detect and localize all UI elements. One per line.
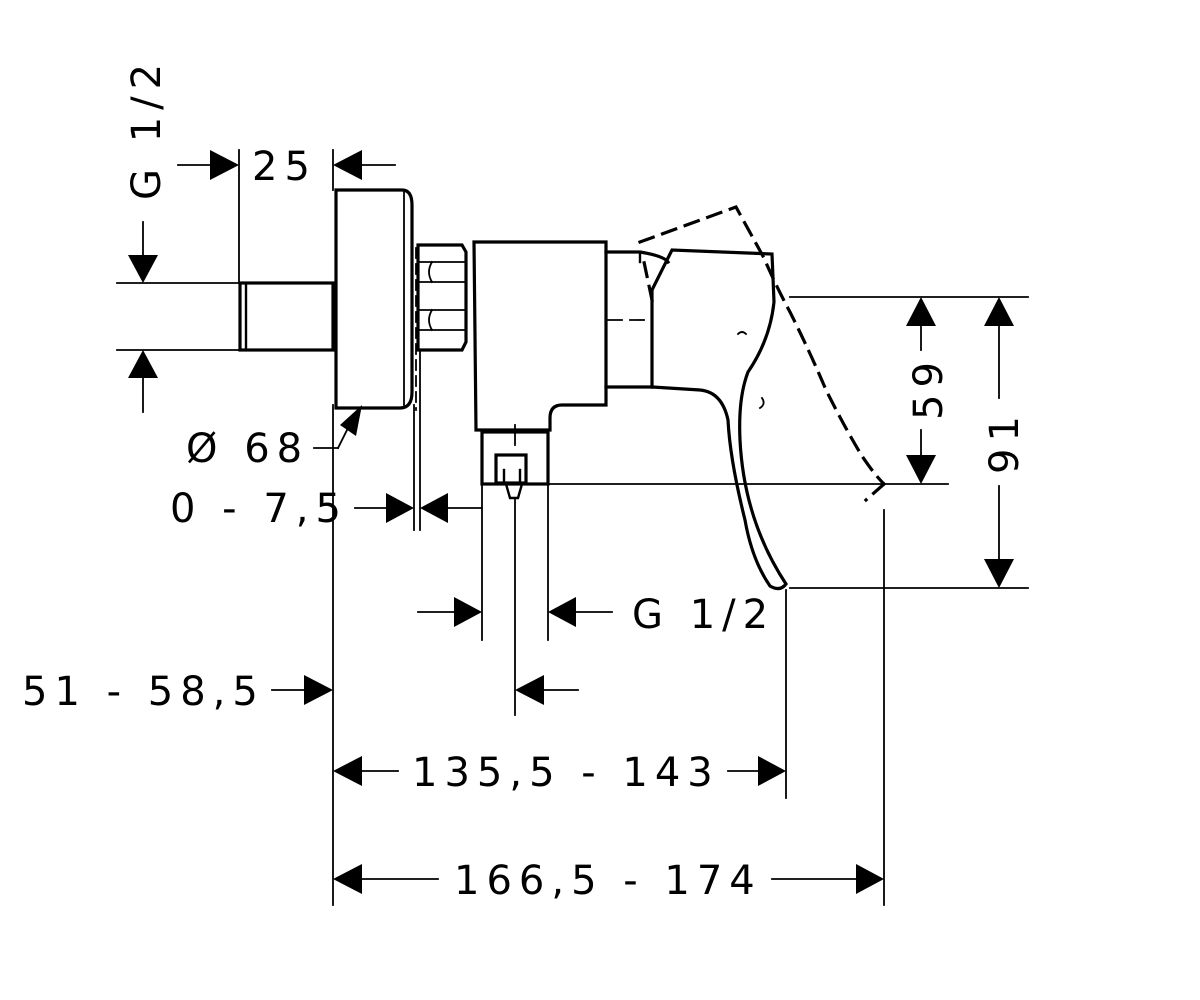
label-height-59: 59 (906, 355, 952, 420)
arrow-right-icon (454, 597, 482, 627)
arrow-left-icon (333, 150, 362, 180)
label-rosette-diameter: Ø 68 (186, 426, 309, 472)
label-outlet-thread: G 1/2 (632, 592, 775, 638)
union-nut (416, 243, 468, 352)
arrow-right-icon (210, 150, 239, 180)
mixer-handle (649, 248, 788, 591)
arrow-down-icon (128, 255, 158, 283)
label-pipe-thread-top: G 1/2 (124, 57, 170, 200)
arrow-left-icon (333, 864, 362, 894)
label-wall-offset: 51 - 58,5 (22, 669, 265, 715)
arrow-left-icon (548, 597, 576, 627)
dimension-lines (128, 150, 1014, 894)
dimension-labels: G 1/2 25 Ø 68 0 - 7,5 G 1/2 51 - 58,5 13… (22, 57, 1028, 904)
arrow-right-icon (856, 864, 884, 894)
arrow-up-icon (128, 350, 158, 378)
arrow-left-icon (333, 756, 362, 786)
arrow-right-icon (386, 493, 414, 523)
arrow-left-icon (515, 675, 544, 705)
wall-rosette (334, 188, 414, 410)
mixer-body-outline (238, 188, 788, 591)
arrow-down-icon (906, 455, 936, 484)
arrow-up-icon (984, 297, 1014, 326)
label-height-91: 91 (982, 409, 1028, 474)
main-body (472, 240, 608, 432)
arrow-down-icon (984, 559, 1014, 588)
handle-alternate-position (637, 205, 887, 503)
label-depth-25: 25 (252, 144, 317, 190)
arrow-leader-icon (340, 405, 362, 436)
label-length-min-max: 135,5 - 143 (412, 750, 720, 796)
arrow-right-icon (758, 756, 786, 786)
label-length-total: 166,5 - 174 (454, 858, 762, 904)
arrow-up-icon (906, 297, 936, 326)
arrow-left-icon (420, 493, 448, 523)
inlet-pipe (238, 281, 335, 352)
label-adjust-range: 0 - 7,5 (170, 486, 348, 532)
arrow-right-icon (304, 675, 333, 705)
extension-lines (116, 149, 1029, 906)
